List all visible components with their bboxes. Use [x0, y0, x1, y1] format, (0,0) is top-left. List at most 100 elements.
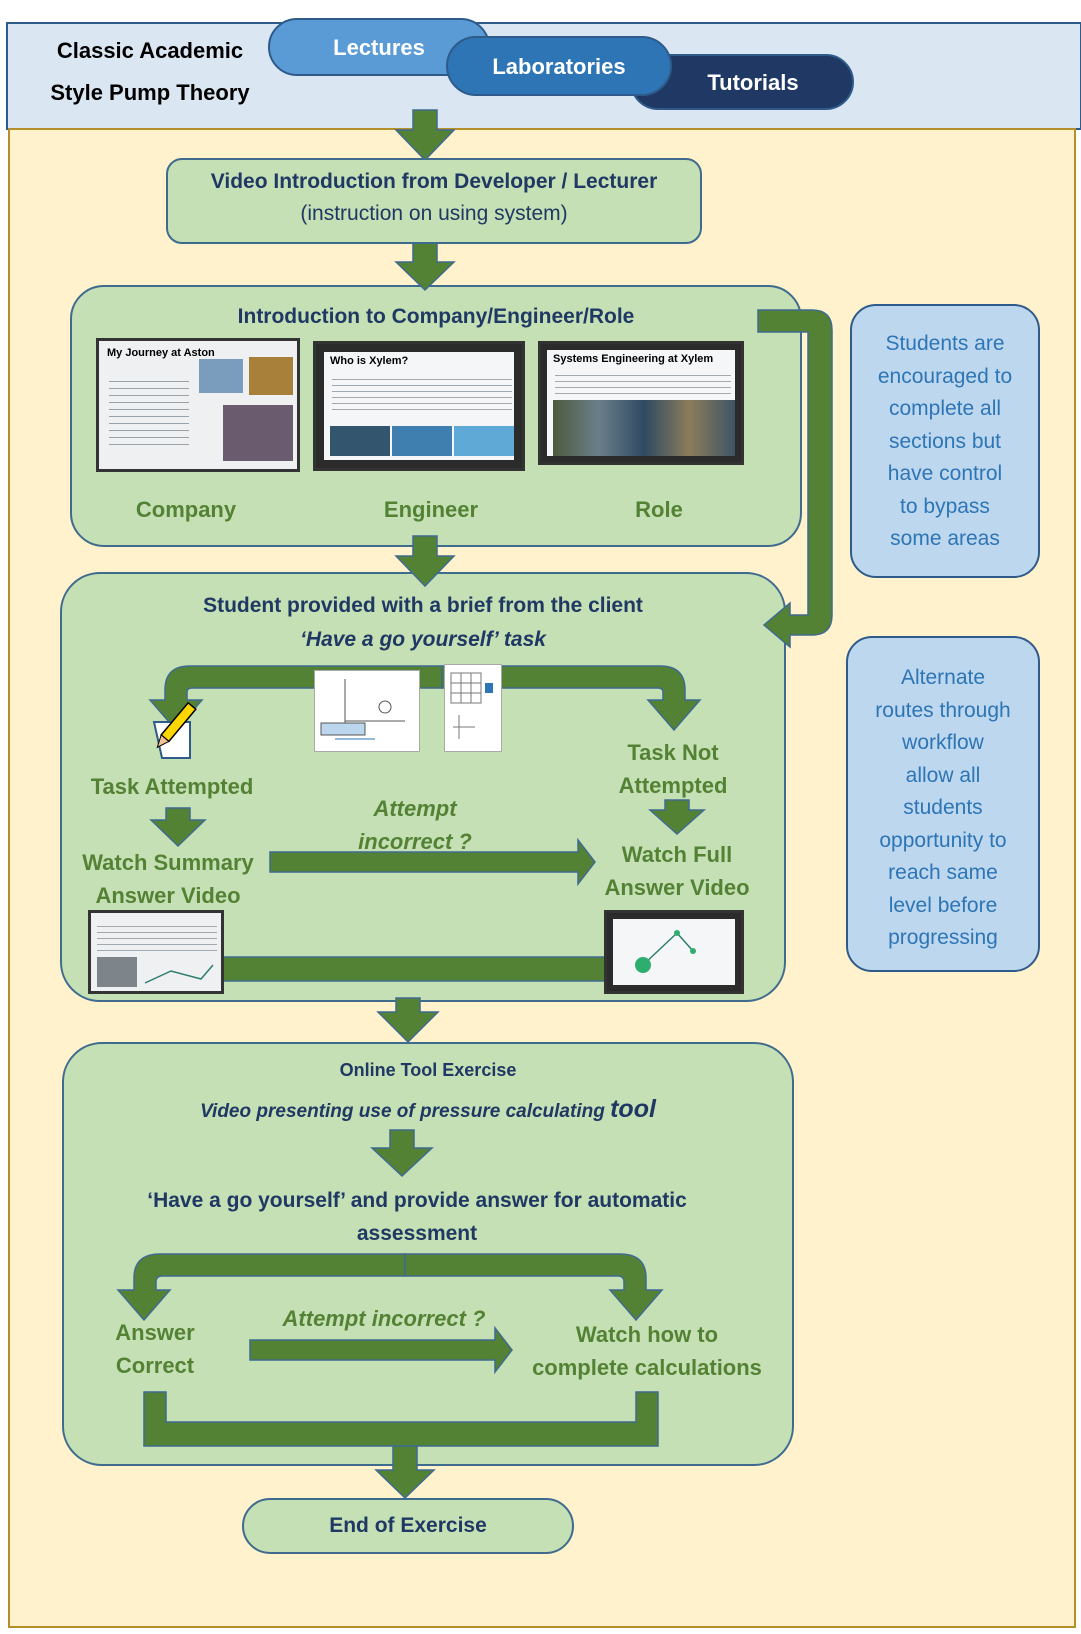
down-arrow-4: [376, 997, 440, 1044]
full-video-thumbnail[interactable]: [604, 910, 744, 994]
note-bypass: Students are encouraged to complete all …: [850, 304, 1040, 578]
note2-line: progressing: [888, 926, 998, 949]
tool-branch-right: [404, 1253, 664, 1322]
tab-laboratories-label: Laboratories: [492, 54, 626, 79]
watch-summary-label: Watch Summary Answer Video: [62, 846, 274, 912]
tool-bottom-connector: [143, 1391, 659, 1447]
video-intro-title: Video Introduction from Developer / Lect…: [210, 170, 658, 193]
note1-line: have control: [887, 462, 1003, 485]
incorrect-arrow-1: [269, 837, 596, 887]
down-arrow-3: [394, 535, 456, 588]
note2-line: routes through: [875, 698, 1011, 722]
watch-full-label: Watch Full Answer Video: [592, 838, 762, 904]
attempt-incorrect-line1: Attempt: [373, 796, 457, 821]
brief-task: ‘Have a go yourself’ task: [300, 628, 546, 651]
note1-line: some areas: [890, 527, 1000, 550]
task-not-attempted-line1: Task Not: [627, 740, 719, 765]
role-label: Role: [635, 497, 683, 522]
down-arrow-2: [394, 242, 456, 292]
brief-bottom-bar: [221, 956, 609, 982]
brief-title: Student provided with a brief from the c…: [203, 594, 643, 617]
task-not-attempted-line2: Attempted: [618, 773, 728, 798]
task-not-attempted-label: Task Not Attempted: [588, 736, 758, 802]
header-title: Classic Academic Style Pump Theory: [30, 30, 270, 114]
summary-video-photo: [97, 957, 137, 987]
watch-summary-line2: Answer Video: [95, 883, 241, 908]
role-photo-strip: [553, 400, 735, 456]
tab-tutorials-label: Tutorials: [707, 70, 799, 95]
company-photo-3: [223, 405, 293, 461]
end-of-exercise-label: End of Exercise: [329, 1514, 487, 1537]
summary-video-chart: [144, 964, 214, 984]
role-thumbnail[interactable]: Systems Engineering at Xylem: [538, 341, 744, 465]
note1-line: complete all: [888, 397, 1002, 420]
note2-line: reach same: [888, 861, 998, 884]
engineer-thumbnail[interactable]: Who is Xylem?: [313, 341, 525, 471]
company-label: Company: [135, 497, 237, 522]
role-slide: Systems Engineering at Xylem: [547, 350, 735, 456]
watch-calculations-line2: complete calculations: [532, 1355, 762, 1380]
watch-full-line1: Watch Full: [621, 842, 733, 867]
full-video-slide: [613, 919, 735, 985]
engineer-slide-heading: Who is Xylem?: [330, 355, 409, 367]
tab-lectures-label: Lectures: [333, 35, 425, 60]
answer-correct-label: Answer Correct: [96, 1316, 214, 1382]
note2-line: Alternate: [900, 666, 986, 689]
company-intro-title: Introduction to Company/Engineer/Role: [237, 305, 635, 328]
company-photo-2: [249, 357, 293, 395]
tab-laboratories[interactable]: Laboratories: [446, 36, 672, 96]
down-arrow-5: [370, 1129, 434, 1178]
tool-branch-left: [116, 1253, 406, 1322]
company-thumbnail[interactable]: My Journey at Aston: [96, 338, 300, 472]
header-title-line1: Classic Academic: [56, 38, 244, 63]
online-tool-subtitle: Video presenting use of pressure calcula…: [64, 1095, 792, 1124]
brief-document-2[interactable]: [444, 664, 502, 752]
have-go-line1: ‘Have a go yourself’ and provide answer …: [147, 1189, 687, 1212]
note2-line: workflow: [902, 731, 984, 754]
have-go-line2: assessment: [356, 1222, 478, 1245]
brief-branch-right: [441, 665, 702, 732]
summary-video-thumbnail[interactable]: [88, 910, 224, 994]
attempt-incorrect-label-1: Attempt incorrect ?: [330, 792, 500, 858]
watch-calculations-line1: Watch how to: [575, 1322, 719, 1347]
note2-line: students: [903, 796, 983, 819]
incorrect-arrow-2: [249, 1325, 513, 1375]
answer-correct-line2: Correct: [115, 1353, 195, 1378]
engineer-photo-2: [392, 426, 452, 456]
brief-document-1[interactable]: [314, 670, 420, 752]
engineer-photo-3: [454, 426, 514, 456]
brief-graph-icon: [450, 672, 493, 739]
engineer-label: Engineer: [383, 497, 479, 522]
down-arrow-1: [394, 109, 456, 162]
note1-line: encouraged to: [877, 364, 1013, 388]
down-arrow-6: [374, 1445, 436, 1500]
role-slide-text: [555, 370, 731, 396]
note2-line: level before: [888, 893, 998, 917]
have-go-text: ‘Have a go yourself’ and provide answer …: [82, 1184, 752, 1250]
down-arrow-attempted: [149, 807, 207, 848]
note1-line: sections but: [888, 429, 1002, 453]
online-tool-subtitle-main: Video presenting use of pressure calcula…: [200, 1101, 611, 1122]
engineer-slide-text: [332, 374, 512, 412]
note-alternate-routes: Alternate routes through workflow allow …: [846, 636, 1040, 972]
engineer-slide: Who is Xylem?: [324, 352, 514, 460]
watch-calculations-label: Watch how to complete calculations: [516, 1318, 778, 1384]
online-tool-subtitle-big: tool: [610, 1095, 656, 1123]
video-intro-box: Video Introduction from Developer / Lect…: [166, 158, 702, 244]
role-slide-heading: Systems Engineering at Xylem: [553, 353, 714, 365]
task-attempted-label: Task Attempted: [90, 774, 254, 799]
company-thumbnail-heading: My Journey at Aston: [107, 347, 215, 359]
note2-line: allow all: [905, 763, 981, 787]
online-tool-title: Online Tool Exercise: [339, 1060, 517, 1080]
note1-line: to bypass: [900, 494, 990, 518]
note2-line: opportunity to: [879, 828, 1007, 852]
brief-schematic-icon: [320, 679, 405, 740]
company-slide-text: [109, 375, 189, 445]
video-intro-subtitle: (instruction on using system): [300, 202, 568, 225]
attempt-incorrect-label-2: Attempt incorrect ?: [282, 1306, 486, 1331]
watch-summary-line1: Watch Summary: [82, 850, 254, 875]
watch-full-line2: Answer Video: [604, 875, 750, 900]
header-title-line2: Style Pump Theory: [50, 80, 250, 105]
pencil-paper-icon: [148, 700, 218, 766]
note1-line: Students are: [885, 332, 1005, 355]
